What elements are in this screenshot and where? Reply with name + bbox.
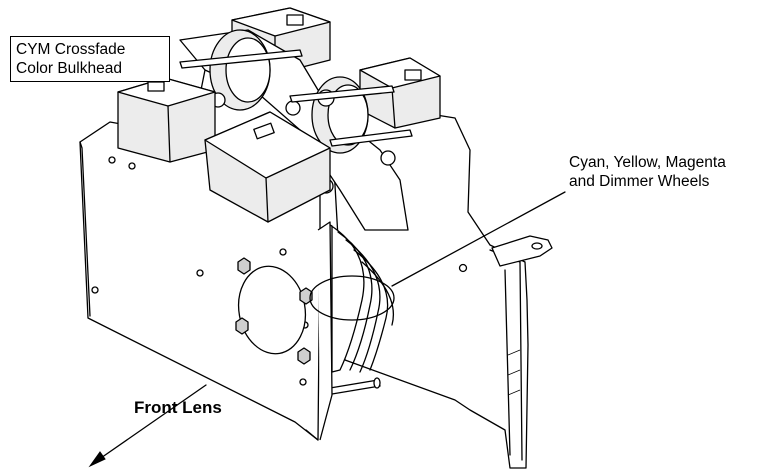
wheels-label: Cyan, Yellow, Magenta and Dimmer Wheels — [569, 153, 726, 191]
wheels-callout — [309, 191, 566, 321]
front-motor-left — [117, 77, 216, 163]
rear-motor-right — [359, 57, 441, 129]
shafts — [179, 49, 413, 395]
front-lens-arrow — [88, 384, 207, 468]
front-motor-center — [204, 111, 331, 223]
bulkhead-label-line-2: Color Bulkhead — [16, 60, 122, 77]
bulkhead-label-line-1: CYM Crossfade — [16, 41, 126, 58]
wheels-label-line-1: Cyan, Yellow, Magenta — [569, 154, 726, 171]
hex-nuts — [235, 257, 313, 365]
front-lens-label: Front Lens — [134, 398, 222, 417]
aperture-lens — [237, 265, 307, 355]
bulkhead-label: CYM Crossfade Color Bulkhead — [10, 36, 170, 82]
color-wheels-center — [329, 224, 394, 373]
wheels-label-line-2: and Dimmer Wheels — [569, 173, 710, 190]
mounting-tab — [491, 235, 553, 267]
